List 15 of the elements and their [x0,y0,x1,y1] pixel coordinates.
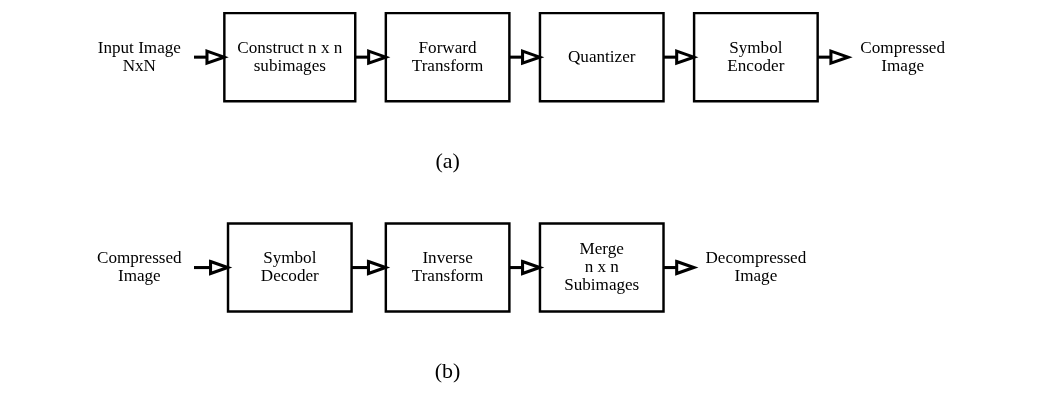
node-box: Inverse Transform [384,222,511,313]
node-box: Construct n x n subimages [222,11,356,103]
node-text: Decompressed Image [705,247,806,286]
label: (a) [434,147,460,173]
node-box: Merge n x n Subimages [538,222,665,313]
node-box: Symbol Encoder [692,11,819,103]
arrow [351,259,390,276]
node-text: Compressed Image [96,247,182,286]
node-box: Symbol Decoder [226,222,353,313]
node-box: Quantizer [538,11,665,103]
node-text: Compressed Image [859,37,945,75]
node-text: Input Image NxN [97,37,181,75]
arrow [193,259,232,276]
node-box: Forward Transform [384,11,511,103]
label: (b) [434,358,460,384]
